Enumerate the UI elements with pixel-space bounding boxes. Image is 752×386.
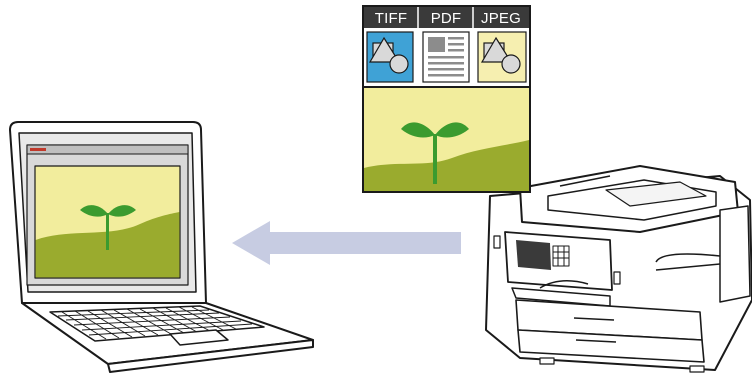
printer-icon (486, 166, 752, 372)
scanned-document: TIFF PDF JPEG (363, 6, 530, 192)
arrow-left-icon (232, 221, 461, 265)
tiff-image-icon (367, 32, 413, 82)
jpeg-image-icon (478, 32, 526, 82)
pdf-document-icon (423, 32, 469, 82)
format-tab-tiff: TIFF (375, 10, 407, 27)
format-tab-jpeg: JPEG (481, 10, 521, 27)
format-tab-pdf: PDF (431, 10, 462, 27)
